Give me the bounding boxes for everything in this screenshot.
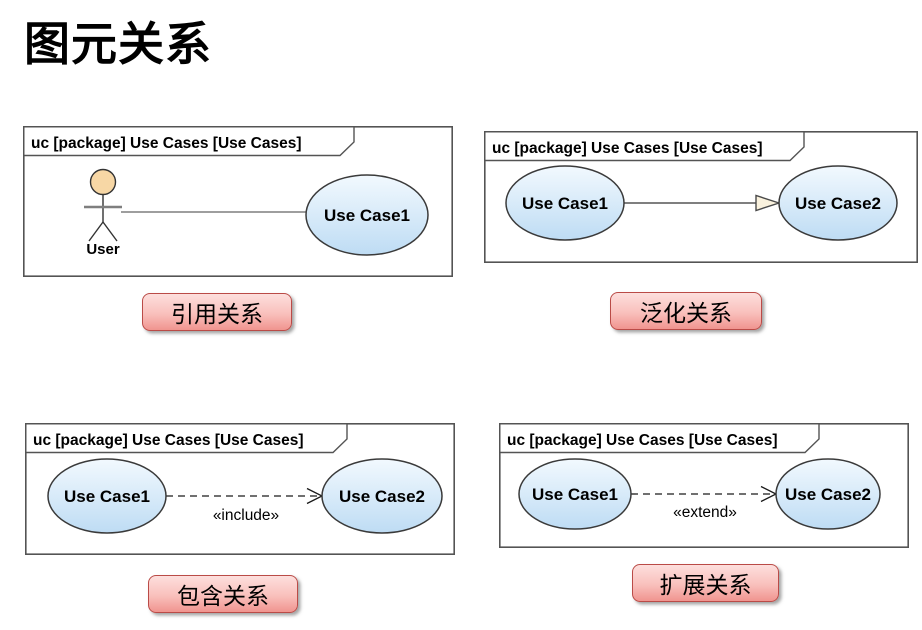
caption-text: 泛化关系 (640, 300, 732, 326)
usecase-label: Use Case1 (522, 194, 608, 213)
usecase-label: Use Case2 (339, 487, 425, 506)
frame-header-text: uc [package] Use Cases [Use Cases] (492, 140, 763, 157)
stereotype-label: «extend» (673, 504, 737, 521)
caption-generalization: 泛化关系 (610, 292, 762, 330)
caption-reference: 引用关系 (142, 293, 292, 331)
diagram-panel-reference: uc [package] Use Cases [Use Cases] User … (23, 126, 453, 277)
usecase-label: Use Case2 (785, 485, 871, 504)
frame-header-tab (484, 131, 805, 162)
actor-label: User (86, 241, 120, 258)
usecase-label: Use Case2 (795, 194, 881, 213)
frame-header-tab (25, 423, 348, 454)
usecase-node: Use Case2 (775, 458, 881, 530)
usecase-label: Use Case1 (532, 485, 618, 504)
usecase-label: Use Case1 (324, 206, 410, 225)
usecase-node: Use Case2 (778, 165, 898, 241)
frame-header-text: uc [package] Use Cases [Use Cases] (31, 135, 302, 152)
diagram-panel-extend: uc [package] Use Cases [Use Cases] «exte… (499, 423, 909, 549)
actor-user: User (84, 168, 122, 258)
usecase-node: Use Case1 (305, 174, 429, 256)
stereotype-label: «include» (213, 507, 279, 524)
actor-head-icon (89, 168, 117, 196)
frame-header-tab (23, 126, 355, 157)
caption-extend: 扩展关系 (632, 564, 779, 602)
frame-header-text: uc [package] Use Cases [Use Cases] (33, 432, 304, 449)
usecase-node: Use Case1 (518, 458, 632, 530)
caption-text: 引用关系 (171, 301, 263, 327)
usecase-node: Use Case2 (321, 458, 443, 534)
usecase-label: Use Case1 (64, 487, 150, 506)
generalization-arrowhead-icon (755, 194, 782, 212)
diagram-panel-generalization: uc [package] Use Cases [Use Cases] Use C… (484, 131, 918, 263)
diagram-panel-include: uc [package] Use Cases [Use Cases] «incl… (25, 423, 455, 555)
page-title: 图元关系 (24, 18, 212, 70)
usecase-node: Use Case1 (47, 458, 167, 534)
frame-header-tab (499, 423, 820, 454)
caption-text: 包含关系 (177, 583, 269, 609)
frame-header-text: uc [package] Use Cases [Use Cases] (507, 432, 778, 449)
caption-include: 包含关系 (148, 575, 298, 613)
caption-text: 扩展关系 (659, 572, 752, 598)
usecase-node: Use Case1 (505, 165, 625, 241)
